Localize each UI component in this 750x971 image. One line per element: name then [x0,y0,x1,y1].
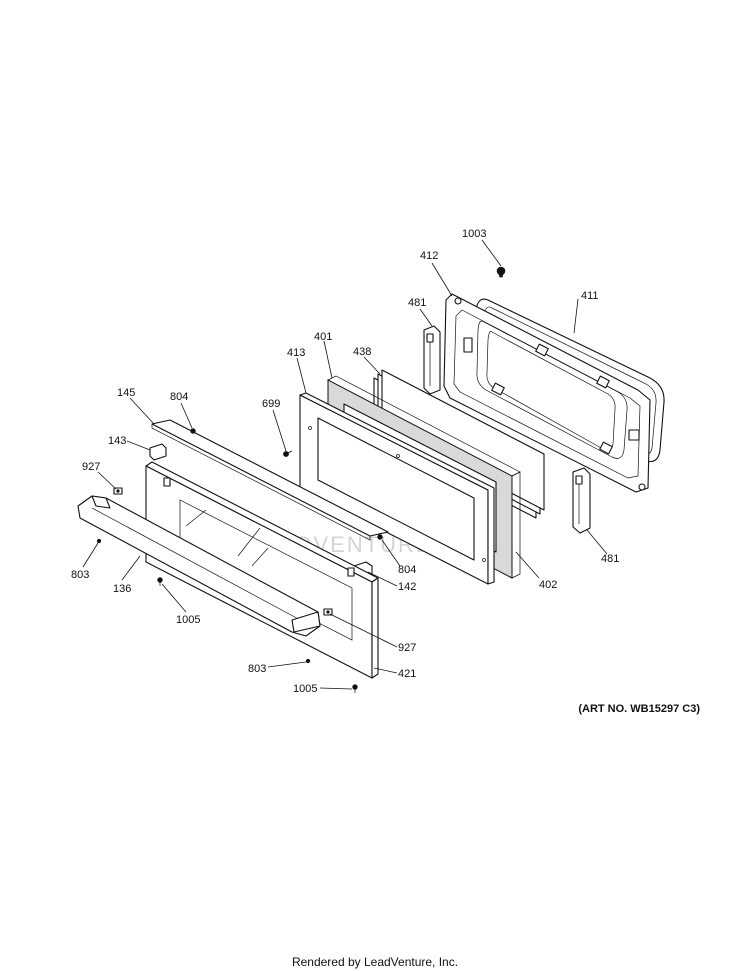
callout-1003: 1003 [462,228,486,240]
part-1005-screw-bottom [352,684,358,693]
callout-411: 411 [581,290,599,302]
callout-402: 402 [539,579,557,591]
callout-1005-bottom: 1005 [293,683,317,695]
callout-804-mid: 804 [398,564,416,576]
part-412-inner-panel [443,293,651,493]
part-804-screw-mid [377,534,383,540]
part-804-screw-top [190,428,196,434]
callout-481-top: 481 [408,297,426,309]
callout-927-right: 927 [398,642,416,654]
part-699-screw [283,450,293,457]
callout-699: 699 [262,398,280,410]
part-481-hinge-top [423,325,441,395]
callout-labels: 1003 412 411 481 401 438 413 145 804 699… [71,228,619,695]
callout-803-left: 803 [71,569,89,581]
part-413-door-frame [299,392,495,585]
callout-143: 143 [108,435,126,447]
callout-803-bottom: 803 [248,663,266,675]
callout-927-left: 927 [82,461,100,473]
part-136-handle [77,495,321,637]
part-1005-screw-mid [157,577,163,586]
leader-lines [82,239,608,690]
callout-1005-mid: 1005 [176,614,200,626]
part-927-standoff-right [323,608,333,616]
part-145-trim-strip [151,419,389,541]
part-481-hinge-bottom [572,467,591,534]
part-143-bracket [149,443,167,461]
callout-421: 421 [398,668,416,680]
callout-145: 145 [117,387,135,399]
footer-credit: Rendered by LeadVenture, Inc. [291,955,459,969]
part-803-dot-bottom [305,658,311,664]
callout-136: 136 [113,583,131,595]
art-number: (ART NO. WB15297 C3) [578,703,700,715]
callout-413: 413 [287,347,305,359]
part-1003-screw [496,266,506,278]
callout-412: 412 [420,250,438,262]
callout-142: 142 [398,581,416,593]
part-803-dot-left [96,538,102,544]
callout-481-bottom: 481 [601,553,619,565]
callout-401: 401 [314,331,332,343]
callout-804-top: 804 [170,391,188,403]
part-927-standoff-left [113,487,123,495]
callout-438: 438 [353,346,371,358]
